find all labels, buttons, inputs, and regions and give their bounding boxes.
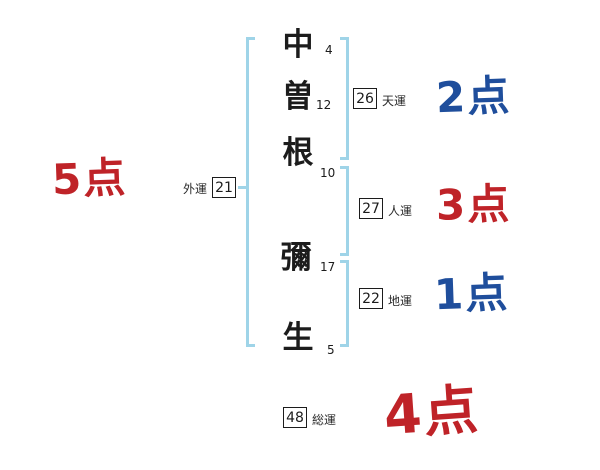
gaiun-label: 外運 <box>183 182 208 196</box>
chiun-bracket <box>340 260 349 347</box>
jinun-bracket <box>340 166 349 256</box>
name-character-1: 中 <box>282 27 314 63</box>
tenun-bracket <box>340 37 349 160</box>
stroke-count-4: 17 <box>320 260 336 274</box>
name-character-3: 根 <box>282 135 314 171</box>
soun-label: 総運 <box>312 413 337 427</box>
gaiun-score: 5点 <box>51 152 129 205</box>
tenun-value-box: 26 <box>353 88 377 109</box>
gaiun-value-box: 21 <box>212 177 236 198</box>
jinun-label: 人運 <box>388 204 413 218</box>
gaiun-bracket-tick <box>238 186 247 189</box>
tenun-score: 2点 <box>435 70 513 123</box>
name-character-2: 曽 <box>282 79 314 115</box>
jinun-score: 3点 <box>435 179 512 230</box>
gaiun-bracket <box>246 37 255 347</box>
name-character-4: 彌 <box>280 240 312 276</box>
soun-score: 4点 <box>381 377 482 448</box>
soun-value-box: 48 <box>283 407 307 428</box>
stroke-count-1: 4 <box>325 43 333 57</box>
stroke-count-5: 5 <box>327 343 335 357</box>
chiun-value-box: 22 <box>359 288 383 309</box>
jinun-value-box: 27 <box>359 198 383 219</box>
chiun-label: 地運 <box>388 294 413 308</box>
name-character-5: 生 <box>282 320 314 356</box>
chiun-score: 1点 <box>433 267 511 320</box>
stroke-count-3: 10 <box>320 166 336 180</box>
stroke-count-2: 12 <box>316 98 332 112</box>
tenun-label: 天運 <box>382 94 407 108</box>
